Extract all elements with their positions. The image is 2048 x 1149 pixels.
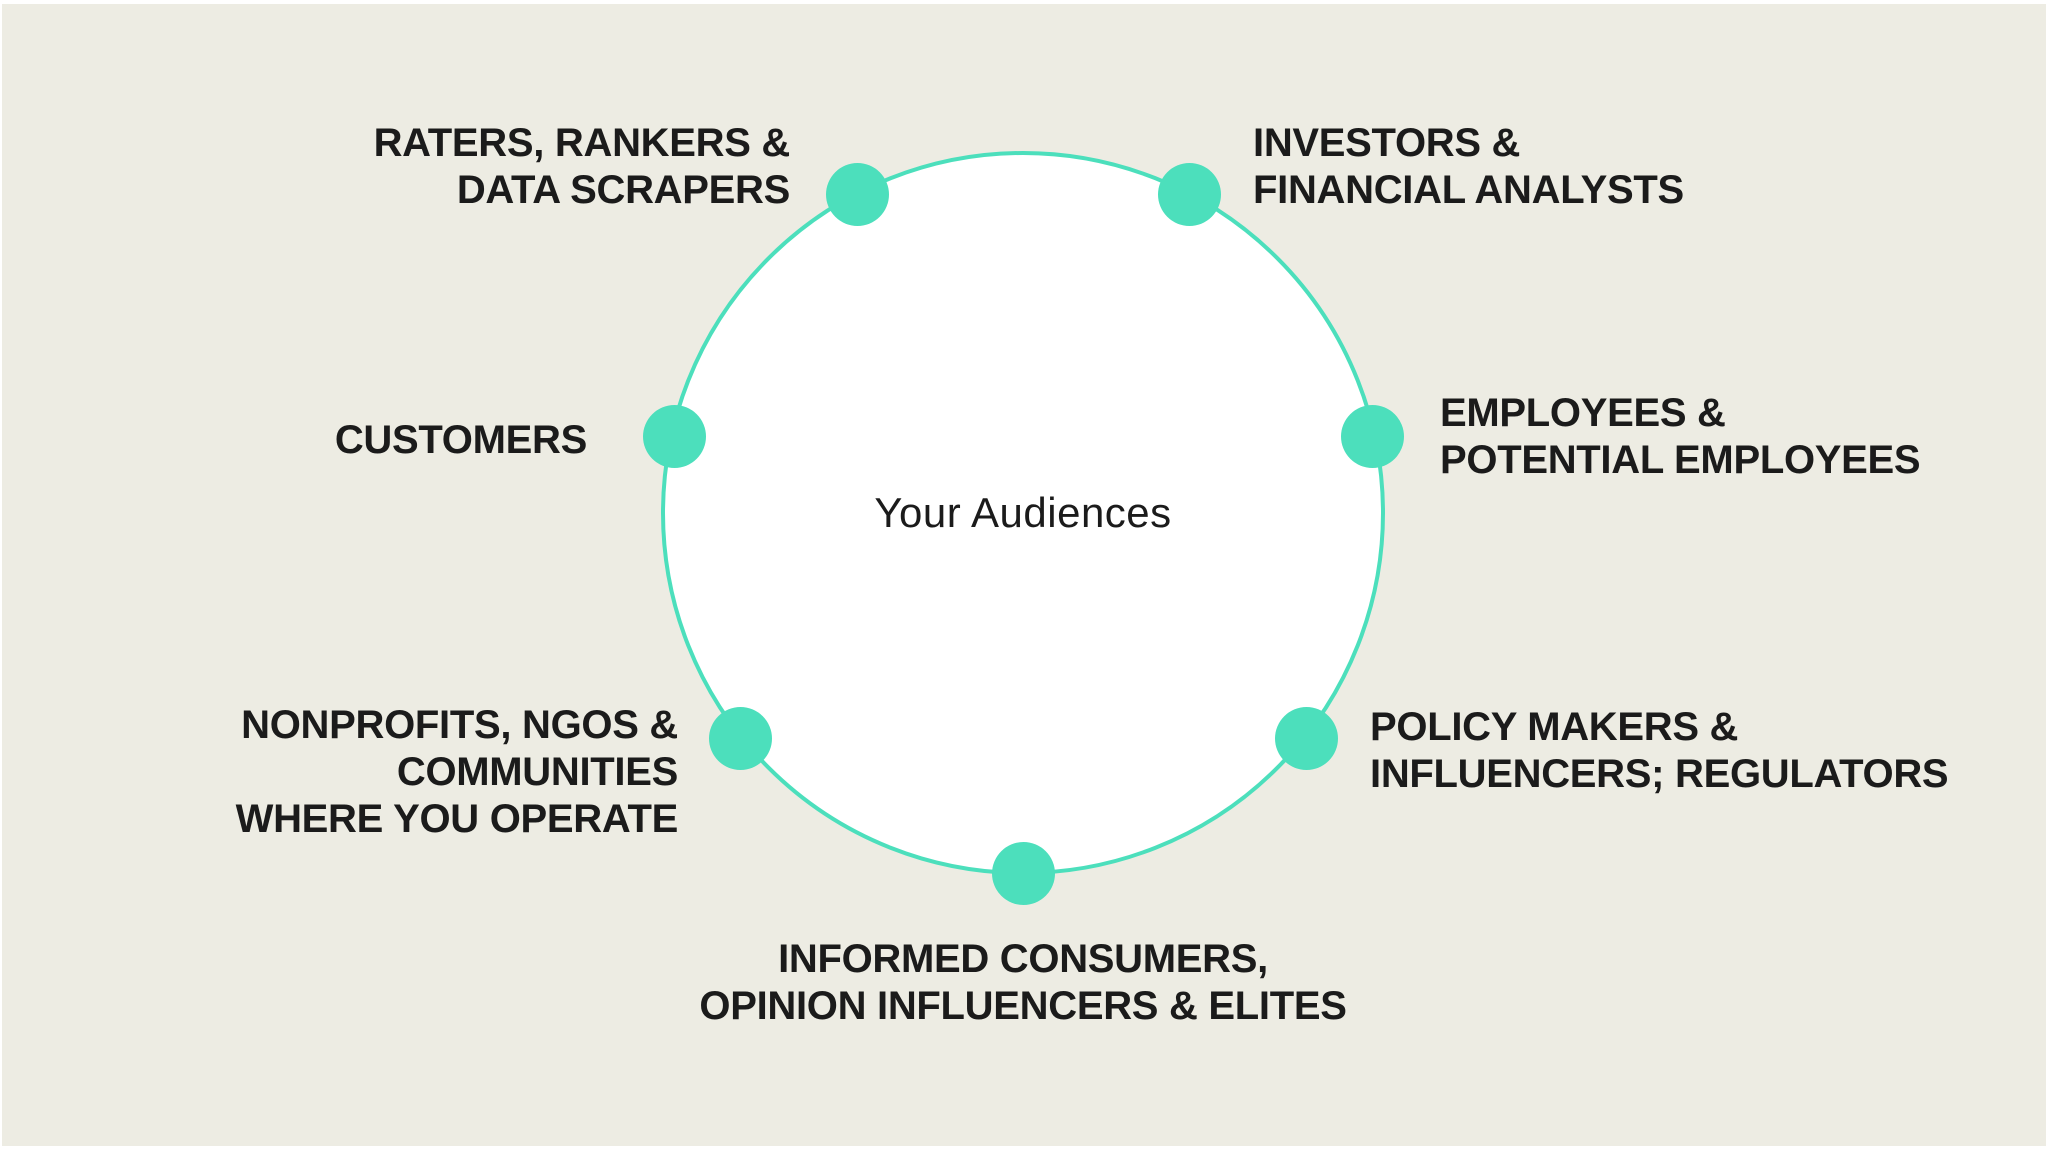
audience-dot-nonprofits (709, 707, 772, 770)
audience-label-line: NONPROFITS, NGOS & (241, 703, 678, 747)
audience-dot-policy-makers (1275, 707, 1338, 770)
audience-label-customers: CUSTOMERS (335, 417, 587, 464)
audience-label-raters-rankers: RATERS, RANKERS & DATA SCRAPERS (373, 120, 791, 214)
audience-dot-investors (1158, 163, 1221, 226)
audience-label-line: EMPLOYEES & (1440, 391, 1726, 435)
audience-label-line: INVESTORS & (1253, 121, 1521, 165)
audience-label-line: OPINION INFLUENCERS & ELITES (699, 984, 1347, 1028)
center-label: Your Audiences (874, 489, 1172, 536)
audience-circle: Your Audiences (661, 151, 1385, 875)
audience-label-investors: INVESTORS & FINANCIAL ANALYSTS (1253, 120, 1684, 214)
audience-label-policy-makers: POLICY MAKERS & INFLUENCERS; REGULATORS (1370, 704, 1949, 798)
audience-label-informed-consumers: INFORMED CONSUMERS, OPINION INFLUENCERS … (0, 936, 2046, 1030)
audience-label-nonprofits: NONPROFITS, NGOS & COMMUNITIES WHERE YOU… (235, 702, 679, 843)
audience-label-line: DATA SCRAPERS (456, 168, 790, 212)
audience-dot-customers (643, 405, 706, 468)
audience-label-line: INFORMED CONSUMERS, (778, 937, 1268, 981)
audience-label-line: POTENTIAL EMPLOYEES (1440, 438, 1921, 482)
audience-label-line: COMMUNITIES (396, 750, 678, 794)
audience-label-line: INFLUENCERS; REGULATORS (1370, 752, 1949, 796)
audience-label-line: WHERE YOU OPERATE (235, 797, 679, 841)
audience-label-line: POLICY MAKERS & (1370, 705, 1739, 749)
audience-dot-informed-consumers (992, 842, 1055, 905)
audience-label-line: RATERS, RANKERS & (373, 121, 791, 165)
audience-label-line: CUSTOMERS (334, 418, 587, 462)
audience-dot-raters-rankers (826, 163, 889, 226)
audience-dot-employees (1341, 405, 1404, 468)
audience-label-line: FINANCIAL ANALYSTS (1253, 168, 1684, 212)
audience-label-employees: EMPLOYEES & POTENTIAL EMPLOYEES (1440, 390, 1921, 484)
